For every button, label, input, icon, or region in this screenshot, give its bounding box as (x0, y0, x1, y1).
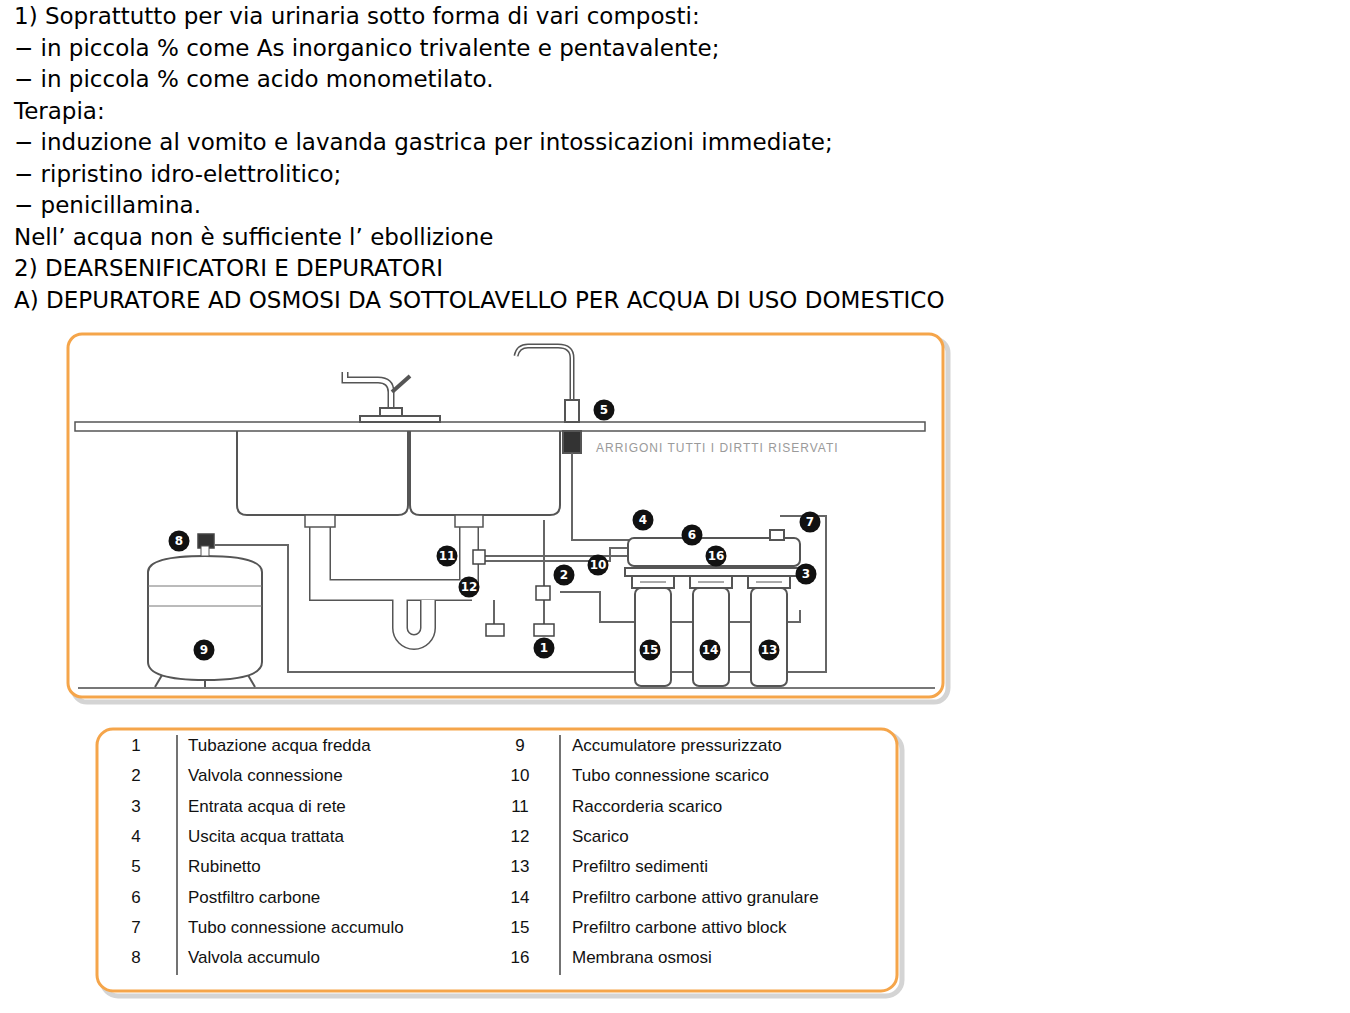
table-number: 16 (500, 947, 540, 969)
table-cell: Postfiltro carbone (188, 887, 320, 909)
callout-number: 4 (632, 509, 654, 531)
callout-text: 9 (193, 639, 215, 661)
table-number: 9 (500, 735, 540, 757)
table-number: 11 (500, 796, 540, 818)
callout-number: 16 (705, 545, 727, 567)
ro-unit (625, 530, 803, 686)
sink-basin (237, 431, 408, 515)
table-number: 4 (116, 826, 156, 848)
legend-table-frame (97, 729, 897, 991)
drain-pipes (320, 520, 472, 642)
table-number: 6 (116, 887, 156, 909)
table-cell: Rubinetto (188, 856, 261, 878)
table-cell: Prefiltro sedimenti (572, 856, 708, 878)
body-text: 2) DEARSENIFICATORI E DEPURATORI (14, 254, 443, 282)
table-number: 14 (500, 887, 540, 909)
callout-number: 14 (699, 639, 721, 661)
callout-number: 11 (436, 545, 458, 567)
table-number: 15 (500, 917, 540, 939)
illustration-frame (68, 334, 943, 697)
callout-number: 9 (193, 639, 215, 661)
table-number: 10 (500, 765, 540, 787)
callout-text: 11 (436, 545, 458, 567)
sink-basin (410, 431, 560, 515)
callout-text: 4 (632, 509, 654, 531)
table-number: 8 (116, 947, 156, 969)
body-text: A) DEPURATORE AD OSMOSI DA SOTTOLAVELLO … (14, 286, 945, 314)
body-text: − induzione al vomito e lavanda gastrica… (14, 128, 833, 156)
body-text: − in piccola % come As inorganico trival… (14, 34, 719, 62)
table-cell: Uscita acqua trattata (188, 826, 344, 848)
watermark: ARRIGONI TUTTI I DIRTTI RISERVATI (596, 441, 839, 455)
callout-text: 12 (458, 576, 480, 598)
sink-faucet (345, 372, 440, 422)
table-number: 7 (116, 917, 156, 939)
body-text: − penicillamina. (14, 191, 201, 219)
water-lines (215, 453, 826, 672)
callout-text: 15 (639, 639, 661, 661)
callout-number: 5 (593, 399, 615, 421)
table-cell: Entrata acqua di rete (188, 796, 346, 818)
table-cell: Valvola connessione (188, 765, 343, 787)
body-text: Terapia: (14, 97, 105, 125)
body-text: − in piccola % come acido monometilato. (14, 65, 493, 93)
ro-faucet (516, 346, 581, 453)
callout-text: 5 (593, 399, 615, 421)
table-cell: Prefiltro carbone attivo block (572, 917, 787, 939)
callout-number: 3 (795, 563, 817, 585)
callout-number: 2 (553, 564, 575, 586)
callout-number: 8 (168, 530, 190, 552)
body-text: − ripristino idro-elettrolitico; (14, 160, 341, 188)
countertop (75, 422, 925, 431)
callout-number: 12 (458, 576, 480, 598)
callout-text: 1 (533, 637, 555, 659)
table-cell: Scarico (572, 826, 629, 848)
table-number: 13 (500, 856, 540, 878)
callout-number: 1 (533, 637, 555, 659)
table-number: 1 (116, 735, 156, 757)
table-cell: Tubo connessione scarico (572, 765, 769, 787)
callout-text: 6 (681, 524, 703, 546)
callout-text: 2 (553, 564, 575, 586)
callout-number: 13 (758, 639, 780, 661)
storage-tank (148, 546, 262, 687)
table-cell: Raccorderia scarico (572, 796, 722, 818)
table-cell: Valvola accumulo (188, 947, 320, 969)
callout-number: 7 (799, 511, 821, 533)
table-number: 12 (500, 826, 540, 848)
callout-text: 14 (699, 639, 721, 661)
body-text: Nell’ acqua non è sufficiente l’ ebolliz… (14, 223, 493, 251)
table-number: 3 (116, 796, 156, 818)
table-cell: Tubo connessione accumulo (188, 917, 404, 939)
table-divider (559, 735, 561, 975)
table-divider (176, 735, 178, 975)
callout-text: 10 (587, 554, 609, 576)
callout-text: 3 (795, 563, 817, 585)
floor-line (78, 687, 935, 689)
callout-text: 13 (758, 639, 780, 661)
callout-number: 6 (681, 524, 703, 546)
table-cell: Prefiltro carbone attivo granulare (572, 887, 819, 909)
callout-number: 15 (639, 639, 661, 661)
callout-text: 8 (168, 530, 190, 552)
table-cell: Accumulatore pressurizzato (572, 735, 782, 757)
callout-text: 16 (705, 545, 727, 567)
body-text: 1) Soprattutto per via urinaria sotto fo… (14, 2, 700, 30)
table-number: 5 (116, 856, 156, 878)
table-cell: Tubazione acqua fredda (188, 735, 371, 757)
callout-text: 7 (799, 511, 821, 533)
table-cell: Membrana osmosi (572, 947, 712, 969)
table-number: 2 (116, 765, 156, 787)
callout-number: 10 (587, 554, 609, 576)
